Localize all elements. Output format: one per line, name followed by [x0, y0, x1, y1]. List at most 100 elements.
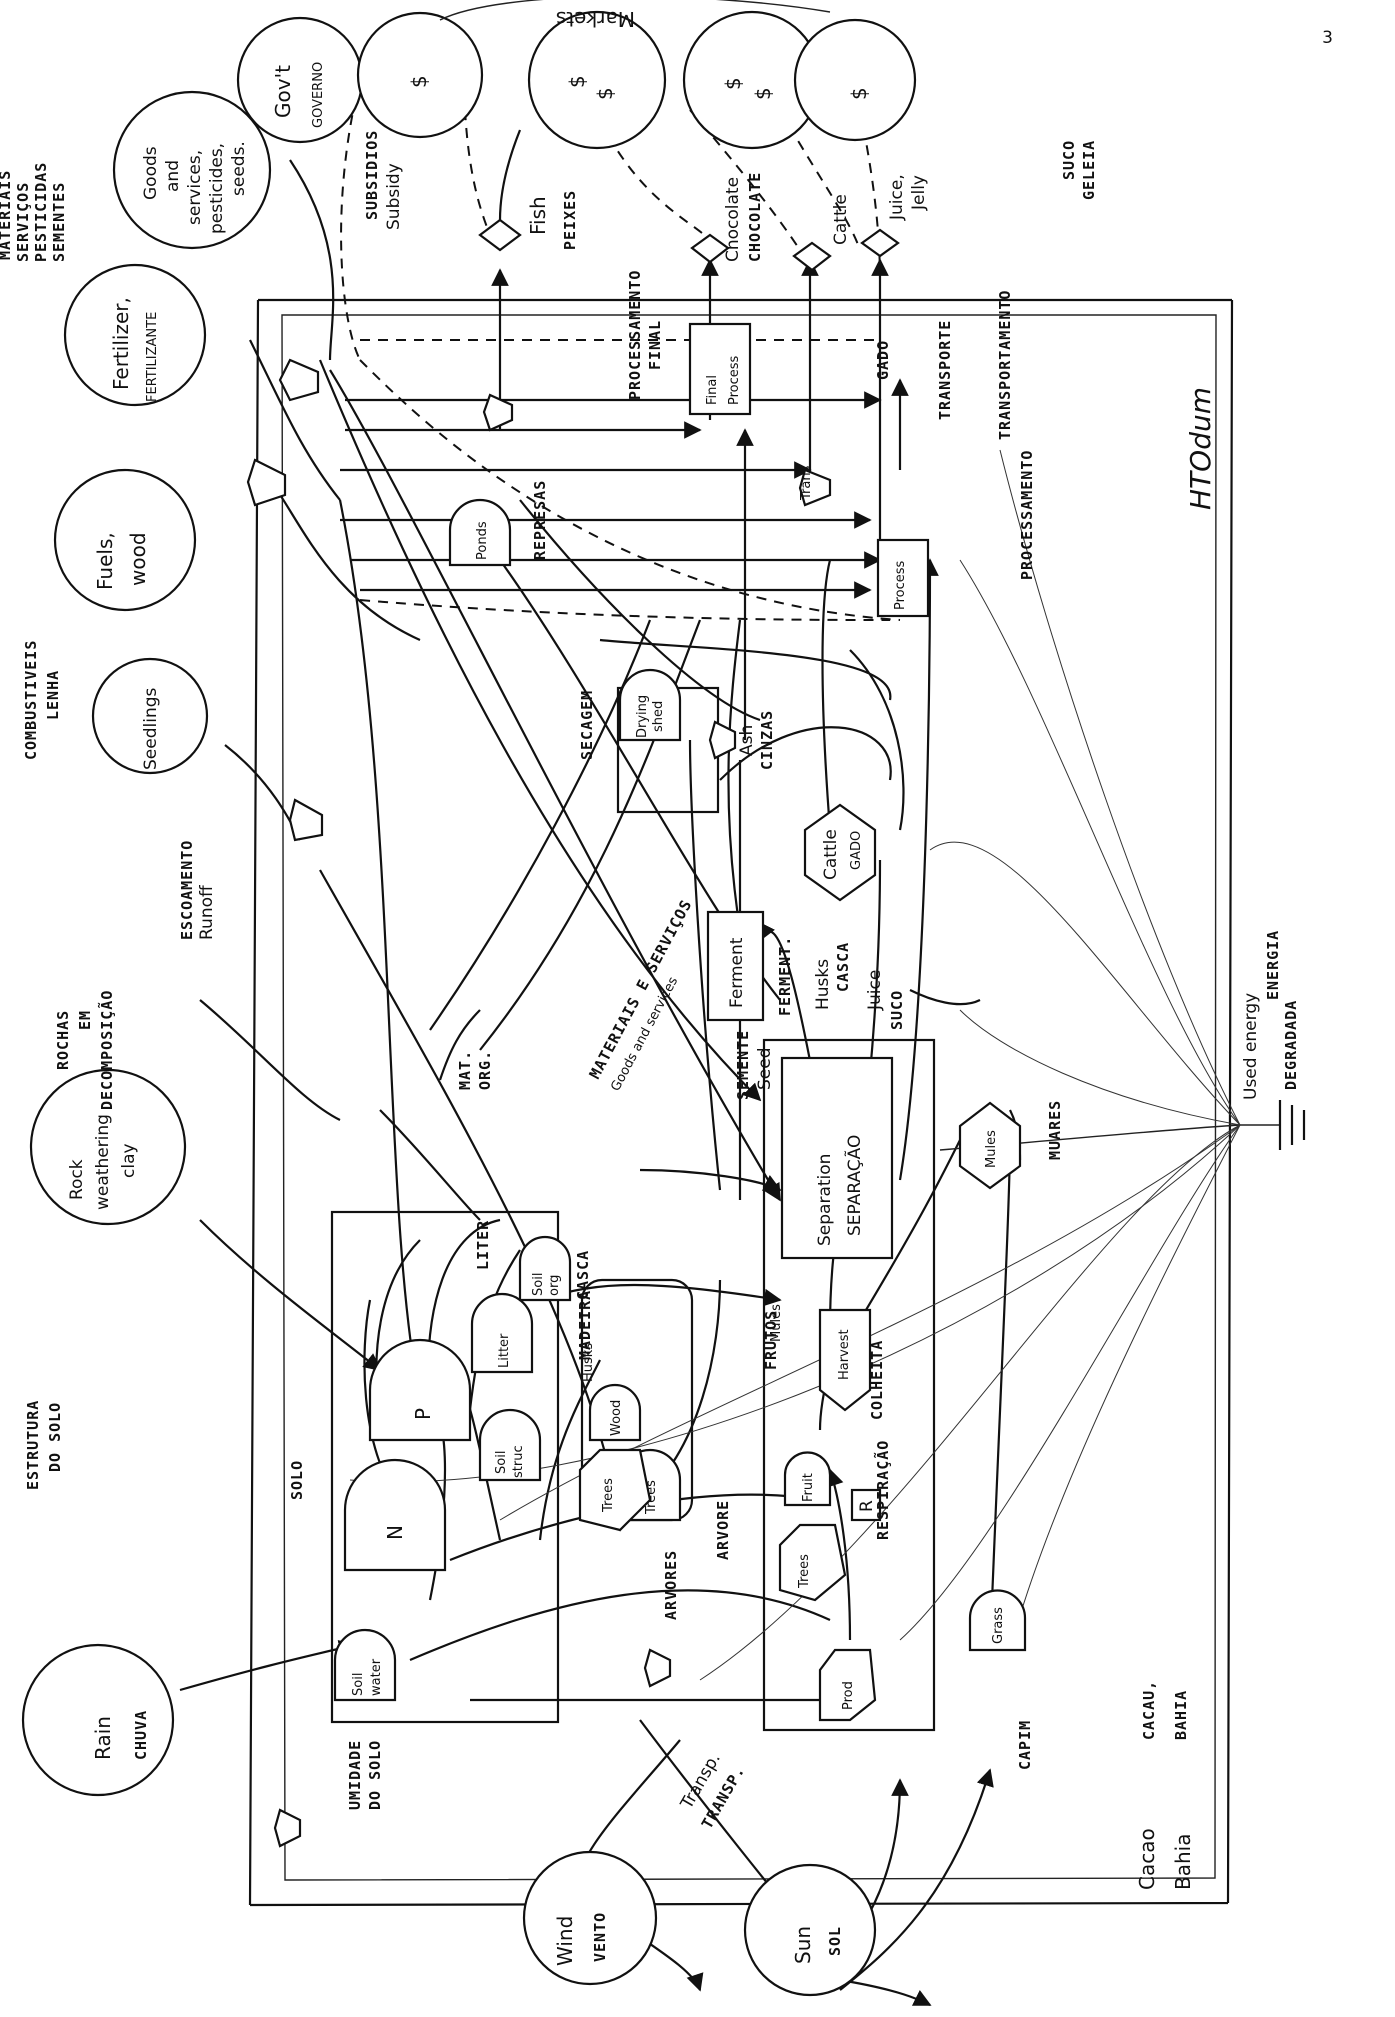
- energia-label: ENERGIA: [1264, 930, 1282, 1000]
- used-energy-label: Used energy: [1241, 993, 1261, 1100]
- soil-org-label-2: org: [547, 1275, 562, 1296]
- gado-label: GADO: [874, 340, 892, 380]
- market-dollar-4: $: [721, 77, 745, 90]
- final-process-label-2: Process: [727, 355, 742, 405]
- diagram-title: Cacao Bahia CACAU, BAHIA: [1135, 1680, 1195, 1890]
- signature: HTOdum: [1184, 387, 1217, 510]
- final-process-label-1: Final: [705, 375, 720, 405]
- soil-water-label-2: water: [369, 1658, 384, 1696]
- process-label: Process: [893, 560, 908, 610]
- processamento-final-label: PROCESSAMENTO: [626, 270, 644, 400]
- soil-water-label-1: Soil: [351, 1673, 366, 1696]
- wind-label: Wind: [553, 1916, 577, 1966]
- consumer-cattle: Cattle GADO: [805, 805, 875, 900]
- storage-soil-org: Soil org: [520, 1237, 570, 1300]
- harvest-label: Harvest: [837, 1329, 852, 1380]
- soil-org-label-1: Soil: [531, 1273, 546, 1296]
- process-separation: Separation SEPARAÇÃO: [782, 1058, 892, 1258]
- arvores-label: ARVORES: [662, 1550, 680, 1620]
- governo-label: GOVERNO: [311, 62, 326, 128]
- escoamento-label: ESCOAMENTO: [178, 840, 196, 940]
- prod-label: Prod: [841, 1681, 856, 1710]
- producer-prod: Prod: [820, 1650, 875, 1720]
- source-rain: Rain CHUVA: [23, 1645, 173, 1795]
- market-dollar-3: $: [593, 87, 617, 100]
- grass-label: Grass: [991, 1607, 1006, 1644]
- seedlings-label: Seedlings: [141, 687, 161, 770]
- suco-label: SUCO: [888, 990, 906, 1030]
- juice-jelly-label-1: Juice,: [887, 174, 907, 221]
- title-bahia: Bahia: [1171, 1834, 1195, 1890]
- storage-nitrogen: N: [345, 1460, 445, 1570]
- rain-label: Rain: [91, 1716, 115, 1760]
- market-dollar-2: $: [565, 75, 589, 88]
- casca2-label: CASCA: [834, 942, 852, 992]
- wood-storage-label: Wood: [609, 1400, 624, 1436]
- respiracao-label: RESPIRAÇÃO: [873, 1440, 892, 1540]
- storage-soil-water: Soil water: [335, 1630, 395, 1700]
- liter-label: LITER: [474, 1220, 492, 1270]
- separation-label-1: Separation: [815, 1154, 835, 1246]
- estrutura-label: ESTRUTURA: [24, 1400, 42, 1490]
- title-cacao: Cacao: [1135, 1828, 1159, 1890]
- process-process: Process: [878, 540, 928, 616]
- cacao-tree-label: Trees: [797, 1554, 812, 1589]
- product-fish: Fish PEIXES: [526, 190, 579, 250]
- storage-litter: Litter: [472, 1294, 532, 1372]
- producer-cacao: Trees: [780, 1525, 845, 1600]
- chocolate-pt-label: CHOCOLATE: [746, 172, 764, 262]
- umidade-label: UMIDADE: [346, 1740, 364, 1810]
- org-label: ORG.: [476, 1050, 494, 1090]
- sol-label: SOL: [826, 1926, 844, 1956]
- suco-geleia-label-2: GELEIA: [1080, 140, 1098, 200]
- source-markets: $ $ $ $ $ $ Markets: [358, 0, 915, 148]
- vento-label: VENTO: [591, 1912, 609, 1962]
- storage-phosphorus: P: [370, 1340, 470, 1440]
- market-dollar-6: $: [847, 87, 871, 100]
- storage-soil-struc: Soil struc: [480, 1410, 540, 1480]
- producer-trees-label: Trees: [601, 1478, 616, 1513]
- ferment-label: Ferment: [727, 937, 747, 1008]
- arvore-label: ARVORE: [714, 1500, 732, 1560]
- mules-label: Mules: [984, 1130, 999, 1168]
- rochas-label: ROCHAS: [54, 1010, 72, 1070]
- mat-label: MAT.: [456, 1050, 474, 1090]
- product-juice: Juice, Jelly: [887, 174, 929, 221]
- subsidy-label: Subsidy: [384, 163, 404, 230]
- represas-label: REPRESAS: [531, 480, 549, 560]
- trans-small-label: Trans: [799, 465, 814, 501]
- muares-label: MUARES: [1046, 1100, 1064, 1160]
- cattle-out-label: Cattle: [831, 194, 851, 245]
- process-final: Final Process: [690, 324, 750, 414]
- annotation-labels: ESTRUTURA DO SOLO SOLO UMIDADE DO SOLO T…: [24, 130, 1300, 1832]
- casca-label: CASCA: [574, 1250, 592, 1300]
- market-dollar-5: $: [751, 87, 775, 100]
- source-goods-services: Goods and services, pesticides, seeds.: [114, 92, 270, 248]
- storage-wood: Wood: [590, 1385, 640, 1440]
- processamento-label: PROCESSAMENTO: [1018, 450, 1036, 580]
- do-solo-umidade-label: DO SOLO: [366, 1740, 384, 1810]
- source-wind: Wind VENTO: [524, 1852, 656, 1984]
- subsidios-label: SUBSIDIOS: [363, 130, 381, 220]
- fruit-label: Fruit: [801, 1473, 816, 1502]
- product-cattle: Cattle: [831, 194, 851, 245]
- heat-sink-symbol: [1280, 1100, 1304, 1150]
- lenha-label: LENHA: [44, 670, 62, 720]
- materiais-label: MATERIAIS: [0, 170, 14, 260]
- consumer-mules: Mules: [960, 1103, 1020, 1188]
- rock-label: Rock: [67, 1159, 87, 1200]
- cinzas-label: CINZAS: [758, 710, 776, 770]
- juice-label: Juice: [865, 970, 885, 1011]
- and-label: and: [163, 160, 183, 192]
- capim-label: CAPIM: [1016, 1720, 1034, 1770]
- colheita-label: COLHEITA: [868, 1340, 886, 1420]
- degradada-label: DEGRADADA: [1282, 1000, 1300, 1090]
- weathering-label: weathering: [93, 1114, 113, 1210]
- sementes-label: SEMENTES: [50, 182, 68, 262]
- mules-label-small: Mules: [769, 1304, 784, 1342]
- secagem-label: SECAGEM: [578, 690, 596, 760]
- chuva-label: CHUVA: [132, 1710, 150, 1760]
- source-seedlings: Seedlings: [93, 659, 207, 773]
- goods-label: Goods: [141, 146, 161, 200]
